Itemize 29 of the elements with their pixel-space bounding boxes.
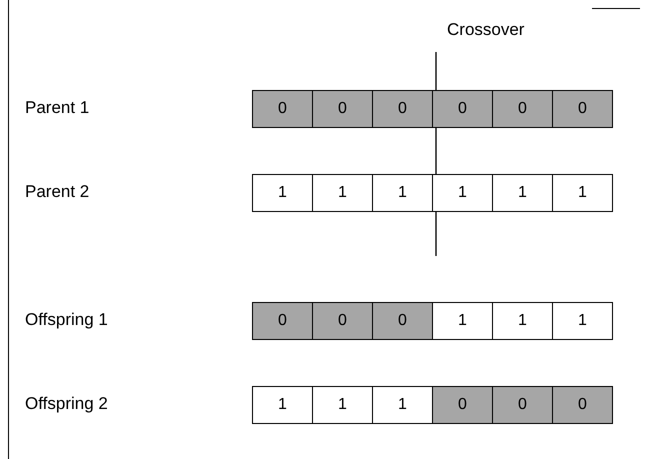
gene-cell: 0 [252,302,313,340]
gene-cell: 0 [372,302,433,340]
crossover-label: Crossover [447,20,524,40]
gene-cell: 1 [432,174,493,212]
gene-cell: 1 [552,302,613,340]
row-label: Offspring 2 [25,394,108,414]
gene-cell: 0 [552,90,613,128]
gene-cell: 0 [552,386,613,424]
row-label: Parent 1 [25,98,90,118]
gene-cell: 0 [312,302,373,340]
row-label: Offspring 1 [25,310,108,330]
gene-cell: 0 [492,90,553,128]
gene-cell: 1 [432,302,493,340]
gene-cell: 0 [492,386,553,424]
gene-cell: 1 [492,302,553,340]
gene-cell: 0 [432,90,493,128]
gene-cell: 1 [252,386,313,424]
gene-cell: 1 [552,174,613,212]
gene-cell: 0 [312,90,373,128]
gene-cell: 1 [312,386,373,424]
gene-cell: 1 [372,174,433,212]
gene-cell: 1 [492,174,553,212]
gene-cell: 1 [252,174,313,212]
row-label: Parent 2 [25,182,90,202]
gene-cell: 0 [252,90,313,128]
gene-cell: 0 [372,90,433,128]
gene-cell: 1 [312,174,373,212]
gene-cell: 0 [432,386,493,424]
gene-cell: 1 [372,386,433,424]
